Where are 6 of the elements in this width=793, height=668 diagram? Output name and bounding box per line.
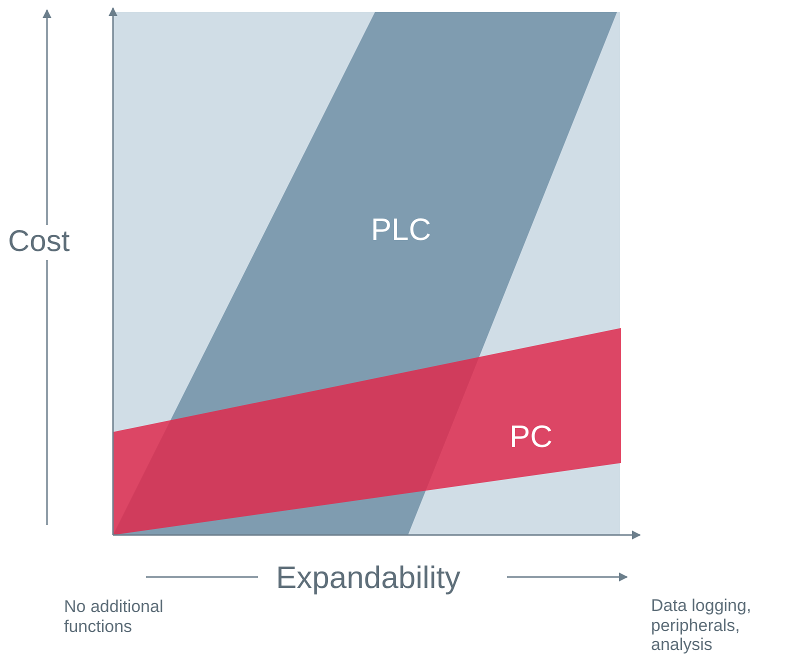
scale-note: Data logging, peripherals, analysis xyxy=(651,596,752,655)
axis-title: Cost xyxy=(8,225,70,260)
scale-note: No additional functions xyxy=(64,597,164,636)
band-label: PLC xyxy=(370,212,432,248)
axis-title: Expandability xyxy=(276,560,460,596)
band-label: PC xyxy=(509,419,553,455)
